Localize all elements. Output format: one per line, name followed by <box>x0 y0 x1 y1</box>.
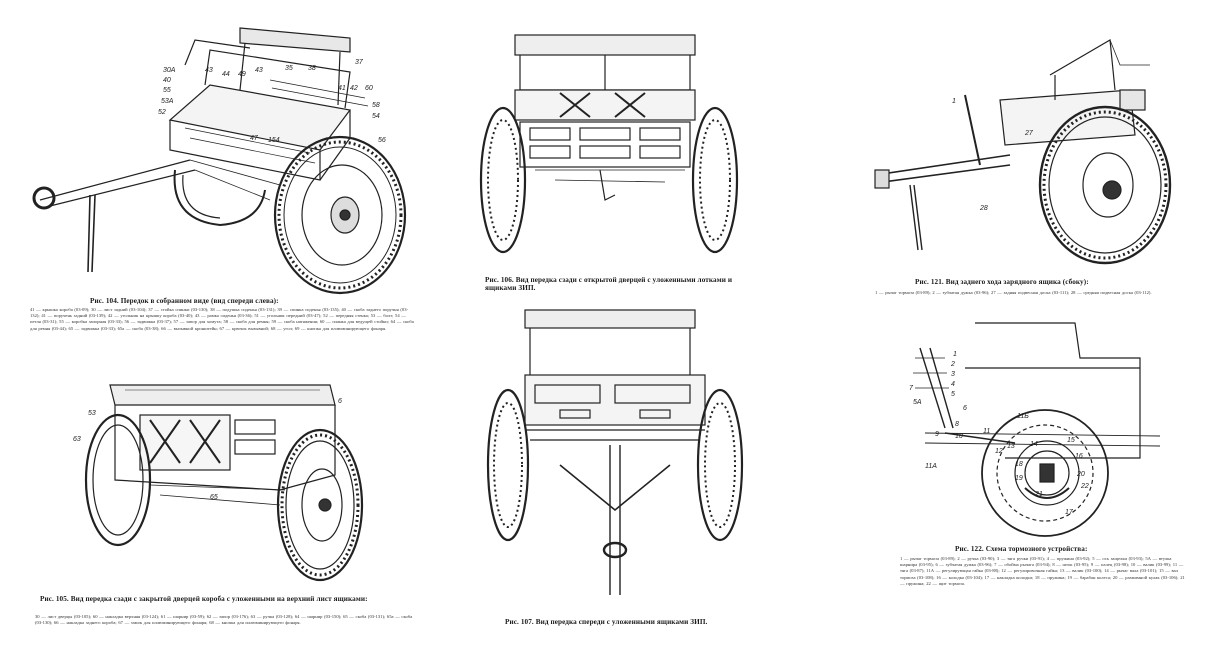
callout-b20: 20 <box>1076 471 1085 478</box>
callout-b15: 15 <box>1067 437 1075 444</box>
callout-b11: 11 <box>983 428 990 435</box>
callout-60: 60 <box>365 85 373 92</box>
callout-42: 42 <box>350 85 358 92</box>
callout-b1: 1 <box>953 351 957 358</box>
callout-b11B: 11Б <box>1017 413 1029 420</box>
callout-b18: 18 <box>1015 461 1023 468</box>
figure-105-drawing: 53 6 63 65 <box>70 375 370 590</box>
callout-b11A: 11А <box>925 463 937 470</box>
figure-105-caption: Рис. 105. Вид передка сзади с закрытой д… <box>40 595 368 603</box>
figure-121-drawing: 1 27 28 <box>870 35 1190 275</box>
callout-65: 65 <box>210 494 218 501</box>
callout-b4: 4 <box>951 381 955 388</box>
figure-105-legend: 30 — лист дверцы (03-105); 60 — накладка… <box>35 614 413 626</box>
figure-104-drawing: 30А 40 55 53А 52 43 44 49 43 35 38 37 41… <box>20 10 420 295</box>
callout-b8: 8 <box>955 421 959 428</box>
figure-107-drawing <box>480 305 750 610</box>
callout-38: 38 <box>308 65 316 72</box>
figure-107-caption: Рис. 107. Вид передка спереди с уложенны… <box>505 618 708 626</box>
figure-106-caption: Рис. 106. Вид передка сзади с открытой д… <box>485 276 733 293</box>
callout-41: 41 <box>338 85 346 92</box>
callout-58: 58 <box>372 102 380 109</box>
callout-56: 56 <box>378 137 386 144</box>
figure-121-legend: 1 — рычаг тормоза (03-89); 2 — зубчатая … <box>875 290 1152 295</box>
callout-35: 35 <box>285 65 293 72</box>
callout-b13: 13 <box>1007 443 1015 450</box>
figure-122-caption: Рис. 122. Схема тормозного устройства: <box>955 545 1088 553</box>
figure-122-drawing: 1 2 3 4 5 5А 6 7 8 9 10 11 11А 11Б 12 13… <box>895 318 1165 543</box>
callout-b16: 16 <box>1075 453 1083 460</box>
callout-b12: 12 <box>995 448 1003 455</box>
callout-b19: 19 <box>1015 475 1023 482</box>
callout-b17: 17 <box>1065 509 1074 516</box>
callout-6: 6 <box>338 398 342 405</box>
callout-53A: 53А <box>161 98 174 105</box>
callout-54: 54 <box>372 113 380 120</box>
figure-104-caption: Рис. 104. Передок в собранном виде (вид … <box>90 297 279 305</box>
callout-37: 37 <box>355 59 364 66</box>
callout-b10: 10 <box>955 433 963 440</box>
callout-63: 63 <box>73 436 81 443</box>
callout-30A: 30А <box>163 67 176 74</box>
callout-27: 27 <box>1024 130 1034 137</box>
callout-b22: 22 <box>1080 483 1089 490</box>
figure-122-legend: 1 — рычаг тормоза (03-89); 2 — ручка (03… <box>900 556 1185 586</box>
callout-40: 40 <box>163 77 171 84</box>
callout-b3: 3 <box>951 371 955 378</box>
callout-b9: 9 <box>935 431 939 438</box>
callout-44: 44 <box>222 71 230 78</box>
callout-154: 154 <box>268 137 280 144</box>
callout-47: 47 <box>250 135 259 142</box>
callout-b21: 21 <box>1034 491 1043 498</box>
callout-28: 28 <box>979 205 988 212</box>
callout-53: 53 <box>88 410 96 417</box>
callout-1: 1 <box>952 98 956 105</box>
callout-43: 43 <box>205 67 213 74</box>
callout-b5: 5 <box>951 391 955 398</box>
figure-121-caption: Рис. 121. Вид заднего хода зарядного ящи… <box>915 278 1089 286</box>
callout-b5A: 5А <box>913 399 922 406</box>
callout-b6: 6 <box>963 405 967 412</box>
figure-104-legend: 41 — крышка короба (03-09); 30 — лист за… <box>30 307 414 331</box>
callout-49: 49 <box>238 71 246 78</box>
figure-106-drawing <box>475 30 745 270</box>
callout-55: 55 <box>163 87 171 94</box>
callout-b7: 7 <box>909 385 914 392</box>
callout-b14: 14 <box>1030 441 1038 448</box>
callout-b2: 2 <box>950 361 955 368</box>
callout-52: 52 <box>158 109 166 116</box>
callout-43b: 43 <box>255 67 263 74</box>
